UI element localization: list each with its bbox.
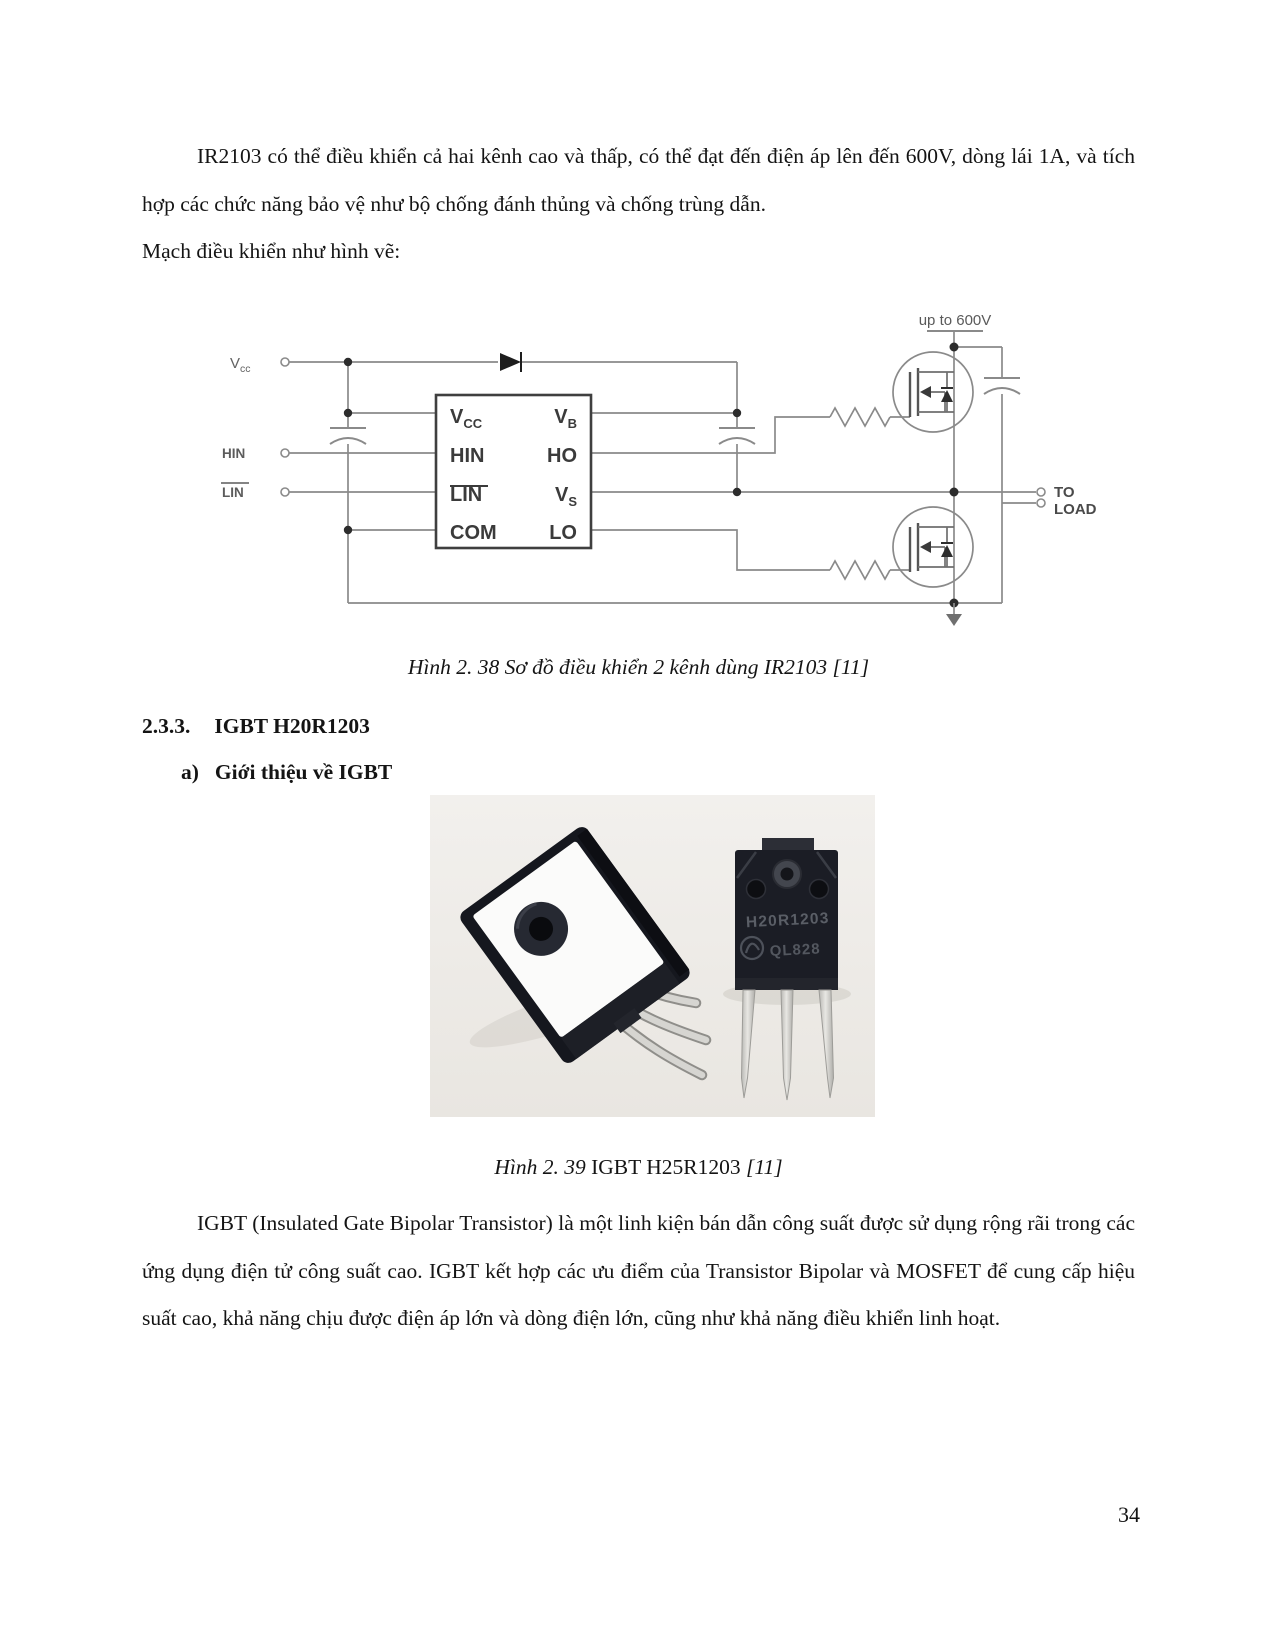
load-terminal-lower xyxy=(1036,498,1046,508)
bootstrap-diode xyxy=(500,352,522,372)
batch-code-text: QL828 xyxy=(769,940,821,960)
ic-pin-label-vcc: VCC xyxy=(450,406,483,431)
left-igbt-bottom-ledge xyxy=(560,962,680,1060)
to-load-label-line2: LOAD xyxy=(1054,501,1097,518)
ic-pin-label-ho: HO xyxy=(547,445,577,467)
ic-pin-label-hin: HIN xyxy=(450,445,484,467)
body-text-paragraph-2: IGBT (Insulated Gate Bipolar Transistor)… xyxy=(142,1211,1135,1330)
ic-pin-label-lin: LIN xyxy=(450,484,482,506)
figure-39-caption-lead: Hình 2. 39 xyxy=(494,1155,586,1179)
right-igbt-bottom-strip xyxy=(735,978,838,990)
section-number: 2.3.3. xyxy=(142,714,191,738)
subsection-title: Giới thiệu về IGBT xyxy=(214,760,393,784)
input-terminal-vcc xyxy=(280,357,290,367)
right-igbt-hole-left xyxy=(745,878,767,900)
ground-symbol xyxy=(946,603,962,626)
bootstrap-capacitor xyxy=(718,427,756,445)
to-load-label-line1: TO xyxy=(1054,484,1075,501)
body-text-paragraph-1: IR2103 có thể điều khiển cả hai kênh cao… xyxy=(142,133,1135,276)
left-igbt-face xyxy=(473,841,664,1037)
load-terminal-upper xyxy=(1036,487,1046,497)
figure-39-caption: Hình 2. 39 IGBT H25R1203 [11] xyxy=(142,1155,1135,1180)
right-igbt-hole-right xyxy=(808,878,830,900)
high-side-mosfet xyxy=(892,351,974,433)
subsection-marker: a) xyxy=(181,760,199,784)
right-igbt: H20R1203 QL828 xyxy=(735,838,838,1101)
load-terminals: TO LOAD xyxy=(1036,484,1097,518)
low-side-mosfet xyxy=(892,506,974,588)
figure-38-caption: Hình 2. 38 Sơ đồ điều khiển 2 kênh dùng … xyxy=(407,655,870,679)
paragraph-1-tail: Mạch điều khiển như hình vẽ: xyxy=(142,239,401,263)
input-terminal-hin xyxy=(280,448,290,458)
gate-resistor-low xyxy=(829,559,891,581)
page-number: 34 xyxy=(1118,1502,1140,1527)
input-label-vcc: Vcc xyxy=(230,355,251,375)
igbt-photo: H20R1203 QL828 xyxy=(430,795,875,1117)
left-igbt-hole-highlight xyxy=(515,902,537,929)
input-terminal-lin xyxy=(280,487,290,497)
section-heading: 2.3.3. IGBT H20R1203 xyxy=(142,714,370,739)
manufacturer-logo xyxy=(739,935,765,961)
right-igbt-chamfer-left xyxy=(735,851,758,879)
left-igbt-body xyxy=(460,827,690,1063)
ic-pin-label-vb: VB xyxy=(554,406,577,431)
snubber-capacitor xyxy=(983,377,1021,395)
circuit-diagram: VCC HIN LIN COM VB HO VS LO Vcc HIN LIN xyxy=(221,312,1097,626)
left-igbt-notch xyxy=(613,1008,642,1034)
right-igbt-mount-hole xyxy=(780,867,794,881)
ic-pin-label-com: COM xyxy=(450,522,497,544)
supply-label: up to 600V xyxy=(919,312,992,329)
ic-pin-label-vs: VS xyxy=(555,484,577,509)
left-igbt-side-edge xyxy=(577,828,690,977)
input-label-lin: LIN xyxy=(222,485,244,500)
ic-pin-label-lo: LO xyxy=(549,522,577,544)
input-label-hin: HIN xyxy=(222,446,245,461)
right-igbt-legs xyxy=(740,989,835,1101)
figure-39-caption-tail: [11] xyxy=(746,1155,783,1179)
gate-resistor-high xyxy=(829,406,891,428)
figure-39-caption-mid: IGBT H25R1203 xyxy=(585,1155,746,1179)
right-igbt-chamfer-right xyxy=(815,851,838,879)
paragraph-1-body: IR2103 có thể điều khiển cả hai kênh cao… xyxy=(142,144,1135,216)
part-marking-text: H20R1203 xyxy=(746,910,830,931)
section-title: IGBT H20R1203 xyxy=(214,714,370,738)
ic-box xyxy=(434,393,593,550)
subsection-heading: a) Giới thiệu về IGBT xyxy=(181,760,392,785)
decoupling-capacitor xyxy=(329,427,367,445)
input-terminals: Vcc HIN LIN xyxy=(221,355,290,500)
left-igbt-hole xyxy=(529,916,554,941)
ic-pin-labels: VCC HIN LIN COM VB HO VS LO xyxy=(450,406,577,544)
